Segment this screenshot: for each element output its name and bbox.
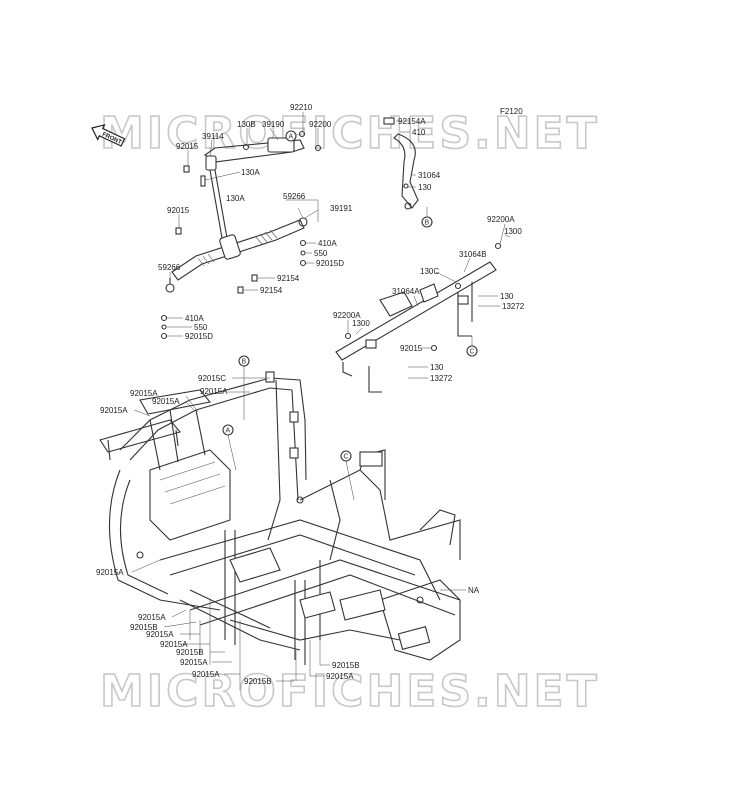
label-92210: 92210 bbox=[290, 103, 313, 112]
label-92200a-r: 92200A bbox=[487, 215, 515, 224]
steering-rack-assembly bbox=[160, 130, 322, 340]
label-92200: 92200 bbox=[309, 120, 332, 129]
label-1300-r: 1300 bbox=[504, 227, 522, 236]
label-92200a-l: 92200A bbox=[333, 311, 361, 320]
label-92015a-5: 92015A bbox=[96, 568, 124, 577]
label-92015d-r: 92015D bbox=[316, 259, 344, 268]
label-130a-2: 130A bbox=[226, 194, 245, 203]
label-31064: 31064 bbox=[418, 171, 441, 180]
frame-leader-lines bbox=[131, 377, 466, 690]
cross-member-31064a bbox=[335, 223, 511, 393]
label-39190: 39190 bbox=[262, 120, 285, 129]
label-92015-top: 92015 bbox=[176, 142, 199, 151]
callout-b-top-label: B bbox=[425, 220, 430, 227]
label-410a-l: 410A bbox=[185, 314, 204, 323]
label-39191: 39191 bbox=[330, 204, 353, 213]
part-labels: 92210 130B 39190 92200 39114 92015 130A … bbox=[96, 103, 525, 686]
label-92015c: 92015C bbox=[198, 374, 226, 383]
label-92015a-6: 92015A bbox=[138, 613, 166, 622]
label-130-b: 130 bbox=[418, 183, 432, 192]
callout-c-mid-label: C bbox=[470, 349, 475, 356]
label-92015a-8: 92015A bbox=[160, 640, 188, 649]
label-92015a-4: 92015A bbox=[100, 406, 128, 415]
label-92015b-4: 92015B bbox=[332, 661, 360, 670]
callout-b-top bbox=[421, 216, 433, 228]
label-31064b: 31064B bbox=[459, 250, 487, 259]
steering-leader-lines bbox=[167, 112, 319, 337]
label-92015b-3: 92015B bbox=[244, 677, 272, 686]
label-92015-lb: 92015 bbox=[400, 344, 423, 353]
main-frame bbox=[99, 371, 461, 665]
label-1300-l: 1300 bbox=[352, 319, 370, 328]
label-92015a-9: 92015A bbox=[180, 658, 208, 667]
callout-c-mid bbox=[466, 345, 478, 357]
label-92015a-7: 92015A bbox=[146, 630, 174, 639]
label-92015a-1: 92015A bbox=[200, 387, 228, 396]
callout-a-top bbox=[285, 130, 297, 142]
label-130a-1: 130A bbox=[241, 168, 260, 177]
label-92015b-2: 92015B bbox=[176, 648, 204, 657]
label-550-r: 550 bbox=[314, 249, 328, 258]
label-92015a-10: 92015A bbox=[192, 670, 220, 679]
label-410a-r: 410A bbox=[318, 239, 337, 248]
label-92015a-3: 92015A bbox=[152, 397, 180, 406]
watermark-bottom: MICROFICHES.NET bbox=[100, 666, 600, 717]
label-92015d-l: 92015D bbox=[185, 332, 213, 341]
label-92154-1: 92154 bbox=[277, 274, 300, 283]
label-130b: 130B bbox=[237, 120, 256, 129]
label-31064a: 31064A bbox=[392, 287, 420, 296]
watermark-top: MICROFICHES.NET bbox=[100, 108, 600, 159]
callout-a-frame-label: A bbox=[226, 428, 231, 435]
label-92154-2: 92154 bbox=[260, 286, 283, 295]
bracket-31064 bbox=[383, 117, 428, 218]
callout-b-frame-label: B bbox=[242, 359, 247, 366]
label-92015a-2: 92015A bbox=[130, 389, 158, 398]
label-92015b-1: 92015B bbox=[130, 623, 158, 632]
label-130-lb: 130 bbox=[430, 363, 444, 372]
label-59266-l: 59266 bbox=[158, 263, 181, 272]
label-13272-c: 13272 bbox=[502, 302, 525, 311]
callout-a-top-label: A bbox=[289, 134, 294, 141]
label-92154a: 92154A bbox=[398, 117, 426, 126]
label-130-c: 130 bbox=[500, 292, 514, 301]
label-13272-lb: 13272 bbox=[430, 374, 453, 383]
label-130c: 130C bbox=[420, 267, 439, 276]
label-na: NA bbox=[468, 586, 480, 595]
figure-code: F2120 bbox=[500, 107, 523, 116]
label-92015-mid: 92015 bbox=[167, 206, 190, 215]
label-39114: 39114 bbox=[202, 132, 224, 141]
callout-c-frame-label: C bbox=[344, 454, 349, 461]
label-550-l: 550 bbox=[194, 323, 208, 332]
label-92015a-11: 92015A bbox=[326, 672, 354, 681]
label-410: 410 bbox=[412, 128, 426, 137]
label-59266-r: 59266 bbox=[283, 192, 306, 201]
